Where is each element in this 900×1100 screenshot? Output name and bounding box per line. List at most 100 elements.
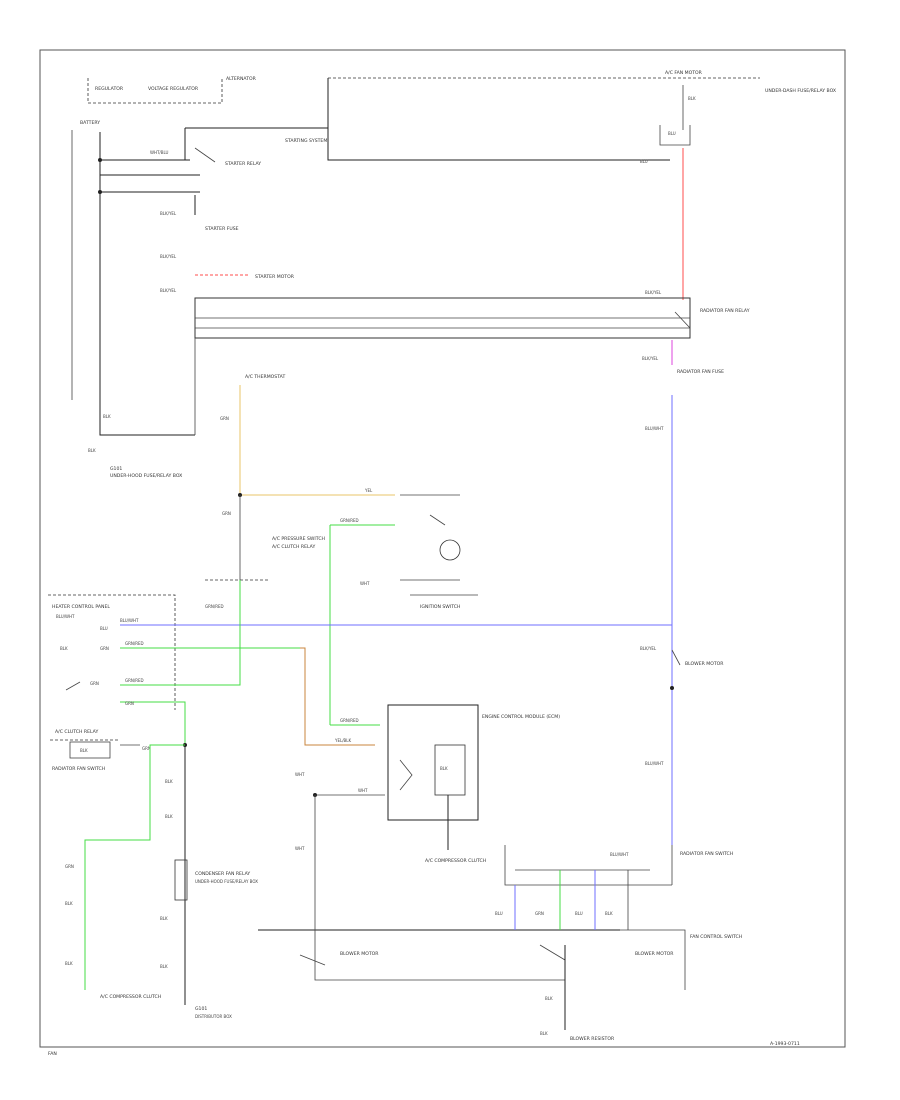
svg-text:BLK: BLK (65, 901, 73, 906)
heater-control-label: HEATER CONTROL PANEL (52, 604, 110, 610)
svg-text:GRN/RED: GRN/RED (340, 518, 359, 523)
svg-text:GRN: GRN (125, 701, 134, 706)
radiator-fan-switch-label: RADIATOR FAN SWITCH (52, 766, 105, 772)
svg-text:BLU/WHT: BLU/WHT (645, 426, 664, 431)
blower-motor-label-bottom: BLOWER MOTOR (340, 951, 379, 957)
bottom-switches: WHT BLOWER MOTOR BLK BLK BLOWER RESISTOR (258, 795, 620, 1042)
heater-control-panel: HEATER CONTROL PANEL BLU/WHT BLU GRN BLK… (48, 594, 176, 710)
footer-left: FAN (48, 1051, 57, 1057)
svg-text:WHT: WHT (358, 788, 368, 793)
ac-thermostat-label: A/C THERMOSTAT (245, 374, 285, 380)
svg-text:BLU/WHT: BLU/WHT (610, 852, 629, 857)
ac-pressure-sw-label: A/C PRESSURE SWITCH (272, 536, 325, 542)
battery-feed: BATTERY BLK BLK G101 UNDER-HOOD FUSE/REL… (71, 120, 200, 479)
starter-relay-block: WHT/BLU STARTER RELAY STARTING SYSTEM BL… (150, 127, 328, 293)
svg-text:GRN: GRN (222, 511, 231, 516)
starting-sys-label: STARTING SYSTEM (285, 138, 327, 144)
svg-text:GRN: GRN (220, 416, 229, 421)
svg-text:BLU: BLU (575, 911, 583, 916)
svg-text:BLK: BLK (160, 916, 168, 921)
blower-motor-right: BLK/YEL BLOWER MOTOR BLU/WHT (640, 646, 724, 766)
diagram-border (39, 49, 846, 1048)
ac-fan-motor-label: A/C FAN MOTOR (665, 70, 703, 76)
condenser-fan-relay: CONDENSER FAN RELAY UNDER-HOOD FUSE/RELA… (160, 859, 258, 1019)
svg-text:BLU: BLU (495, 911, 503, 916)
alternator-label: ALTERNATOR (226, 76, 257, 82)
svg-text:BLU/WHT: BLU/WHT (56, 614, 75, 619)
svg-text:BLK/YEL: BLK/YEL (640, 646, 657, 651)
blower-motor-label-right: BLOWER MOTOR (685, 661, 724, 667)
svg-text:BLU/WHT: BLU/WHT (645, 761, 664, 766)
svg-text:BLK: BLK (60, 646, 68, 651)
alternator-block: REGULATOR VOLTAGE REGULATOR ALTERNATOR (87, 76, 257, 104)
ignition-switch-label: IGNITION SWITCH (420, 604, 460, 610)
ac-clutch-relay: A/C CLUTCH RELAY BLK RADIATOR FAN SWITCH… (50, 729, 187, 1005)
battery-label: BATTERY (80, 120, 100, 126)
svg-text:WHT: WHT (360, 581, 370, 586)
svg-text:BLK: BLK (88, 448, 96, 453)
svg-text:GRN: GRN (90, 681, 99, 686)
svg-text:YEL/BLK: YEL/BLK (334, 738, 352, 743)
svg-text:BLK: BLK (80, 748, 88, 753)
green-wires-left: GRN/RED GRN/RED GRN/RED GRN (120, 580, 300, 745)
ground-label-1: G101 (110, 466, 122, 472)
svg-text:BLK: BLK (65, 961, 73, 966)
blower-resistor-label: BLOWER RESISTOR (570, 1036, 615, 1042)
svg-text:GRN: GRN (100, 646, 109, 651)
svg-text:BLK/YEL: BLK/YEL (160, 211, 177, 216)
svg-text:GRN/RED: GRN/RED (125, 678, 144, 683)
ac-compressor-clutch-label: A/C COMPRESSOR CLUTCH (100, 994, 161, 1000)
ecm-box: ENGINE CONTROL MODULE (ECM) BLK WHT WHT … (295, 704, 560, 864)
radiator-fan-fuse-label: RADIATOR FAN FUSE (677, 369, 724, 375)
footer-right: A-1993-0711 (770, 1041, 800, 1047)
underhood-fuse-label: UNDER-HOOD FUSE/RELAY BOX (110, 473, 182, 479)
svg-text:BLK: BLK (165, 814, 173, 819)
svg-text:GRN/RED: GRN/RED (125, 641, 144, 646)
radiator-fan-relay-label: RADIATOR FAN RELAY (700, 308, 750, 314)
regulator-label: REGULATOR (95, 86, 124, 92)
svg-text:BLU: BLU (640, 159, 648, 164)
svg-text:BLK: BLK (545, 996, 553, 1001)
ignition-switch: GRN/RED WHT IGNITION SWITCH (329, 514, 478, 725)
svg-text:DISTRIBUTOR BOX: DISTRIBUTOR BOX (195, 1014, 232, 1019)
svg-text:BLK: BLK (103, 414, 111, 419)
ac-compressor-label: A/C COMPRESSOR CLUTCH (425, 858, 486, 864)
svg-text:WHT: WHT (295, 772, 305, 777)
svg-text:BLU/WHT: BLU/WHT (120, 618, 139, 623)
svg-text:BLK: BLK (440, 766, 448, 771)
svg-text:BLU: BLU (668, 131, 676, 136)
svg-text:GRN/RED: GRN/RED (205, 604, 224, 609)
svg-text:BLK: BLK (540, 1031, 548, 1036)
fan-control-switch-label: FAN CONTROL SWITCH (690, 934, 742, 940)
svg-text:BLK: BLK (160, 964, 168, 969)
svg-text:BLK: BLK (165, 779, 173, 784)
svg-text:BLK/YEL: BLK/YEL (645, 290, 662, 295)
blower-motor-label: BLOWER MOTOR (635, 951, 674, 957)
voltage-regulator-label: VOLTAGE REGULATOR (148, 86, 199, 92)
fan-control-switch: RADIATOR FAN SWITCH BLU/WHT BLU GRN BLU … (495, 845, 742, 990)
orange-wire (300, 647, 375, 746)
starter-fuse-label: STARTER FUSE (205, 226, 239, 232)
svg-text:UNDER-HOOD FUSE/RELAY BOX: UNDER-HOOD FUSE/RELAY BOX (195, 879, 258, 884)
ac-pressure-switch: GRN A/C PRESSURE SWITCH A/C CLUTCH RELAY (205, 495, 325, 581)
svg-text:GRN: GRN (142, 746, 151, 751)
ground-label-2: G101 (195, 1006, 207, 1012)
svg-text:BLK: BLK (688, 96, 696, 101)
ecm-label: ENGINE CONTROL MODULE (ECM) (482, 714, 560, 720)
svg-text:WHT/BLU: WHT/BLU (150, 150, 169, 155)
ac-clutch-relay-label-top: A/C CLUTCH RELAY (272, 544, 315, 550)
svg-text:YEL: YEL (364, 488, 373, 493)
green-wire-clutch (84, 744, 185, 990)
svg-text:BLK/YEL: BLK/YEL (160, 288, 177, 293)
svg-text:GRN: GRN (65, 864, 74, 869)
svg-text:BLK/YEL: BLK/YEL (642, 356, 659, 361)
distributor-box: A/C FAN MOTOR UNDER-DASH FUSE/RELAY BOX … (327, 70, 836, 164)
starter-motor-label: STARTER MOTOR (255, 274, 295, 280)
svg-text:BLK: BLK (605, 911, 613, 916)
starter-relay-label: STARTER RELAY (225, 161, 261, 167)
svg-text:GRN/RED: GRN/RED (340, 718, 359, 723)
svg-text:BLK/YEL: BLK/YEL (160, 254, 177, 259)
main-bus: BLK/YEL RADIATOR FAN RELAY (194, 290, 750, 435)
svg-text:WHT: WHT (295, 846, 305, 851)
